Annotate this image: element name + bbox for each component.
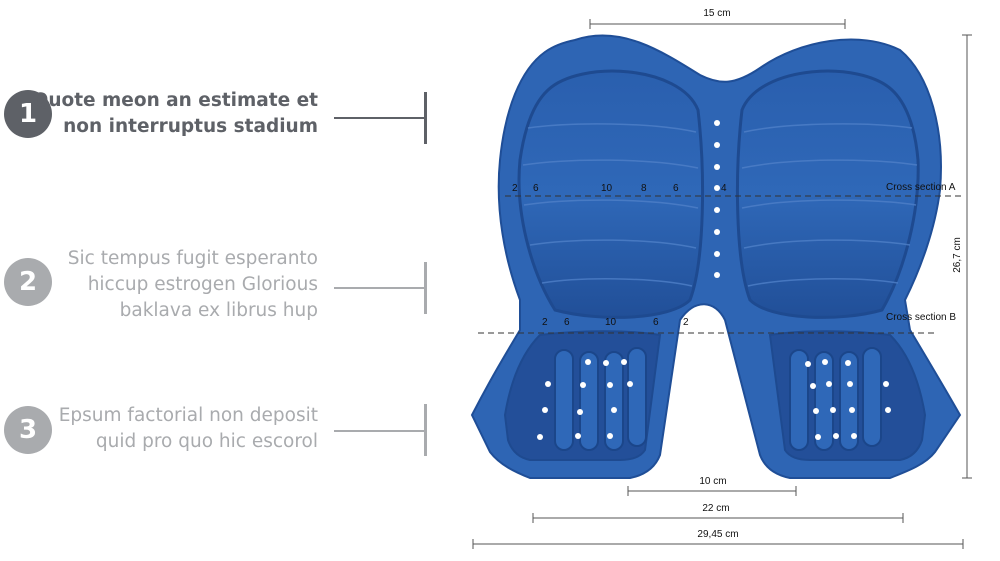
dimension-height: 26,7 cm (952, 237, 963, 273)
center-holes (714, 120, 720, 278)
lower-left-channels (554, 347, 647, 451)
cs-b-number: 2 (683, 317, 689, 328)
step-3-leader-line (334, 430, 426, 432)
cross-section-a-label: Cross section A (886, 182, 956, 193)
cs-b-number: 2 (542, 317, 548, 328)
step-3-end-bar (424, 404, 427, 456)
cs-a-number: 8 (641, 183, 647, 194)
dimension-mid-width: 22 cm (702, 503, 729, 514)
cs-a-number: 10 (601, 183, 613, 194)
cs-a-number: 4 (721, 183, 727, 194)
lower-right-holes (805, 359, 891, 440)
dimension-inner-width: 10 cm (699, 476, 726, 487)
cs-b-number: 10 (605, 317, 617, 328)
step-1-leader-line (334, 117, 426, 119)
step-1-badge: 1 (4, 90, 52, 138)
step-1-text: Quote meon an estimate et non interruptu… (32, 90, 318, 137)
cs-a-number: 6 (673, 183, 679, 194)
dimension-lines (472, 19, 972, 549)
step-1: 1 Quote meon an estimate et non interrup… (0, 84, 440, 174)
pad-ribs (522, 123, 918, 287)
cs-b-number: 6 (564, 317, 570, 328)
cross-section-a-numbers: 2 6 10 8 6 4 (512, 183, 727, 194)
step-3-text: Epsum factorial non deposit quid pro quo… (58, 405, 318, 452)
cross-section-b-numbers: 2 6 10 6 2 (542, 317, 689, 328)
cross-section-b-label: Cross section B (886, 312, 956, 323)
lower-left-holes (537, 359, 633, 440)
step-2-end-bar (424, 262, 427, 314)
step-2-leader-line (334, 287, 426, 289)
step-1-end-bar (424, 92, 427, 144)
cs-a-number: 6 (533, 183, 539, 194)
dimension-top-width: 15 cm (703, 8, 730, 19)
cs-a-number: 2 (512, 183, 518, 194)
step-2-badge: 2 (4, 258, 52, 306)
step-2-text: Sic tempus fugit esperanto hiccup estrog… (67, 248, 318, 321)
cs-b-number: 6 (653, 317, 659, 328)
lower-right-channels (789, 347, 882, 451)
dimension-total-width: 29,45 cm (697, 529, 738, 540)
step-3-badge: 3 (4, 406, 52, 454)
step-2: 2 Sic tempus fugit esperanto hiccup estr… (0, 244, 440, 334)
upper-left-pad (517, 69, 705, 319)
upper-right-pad (735, 69, 920, 319)
step-3: 3 Epsum factorial non deposit quid pro q… (0, 400, 440, 490)
